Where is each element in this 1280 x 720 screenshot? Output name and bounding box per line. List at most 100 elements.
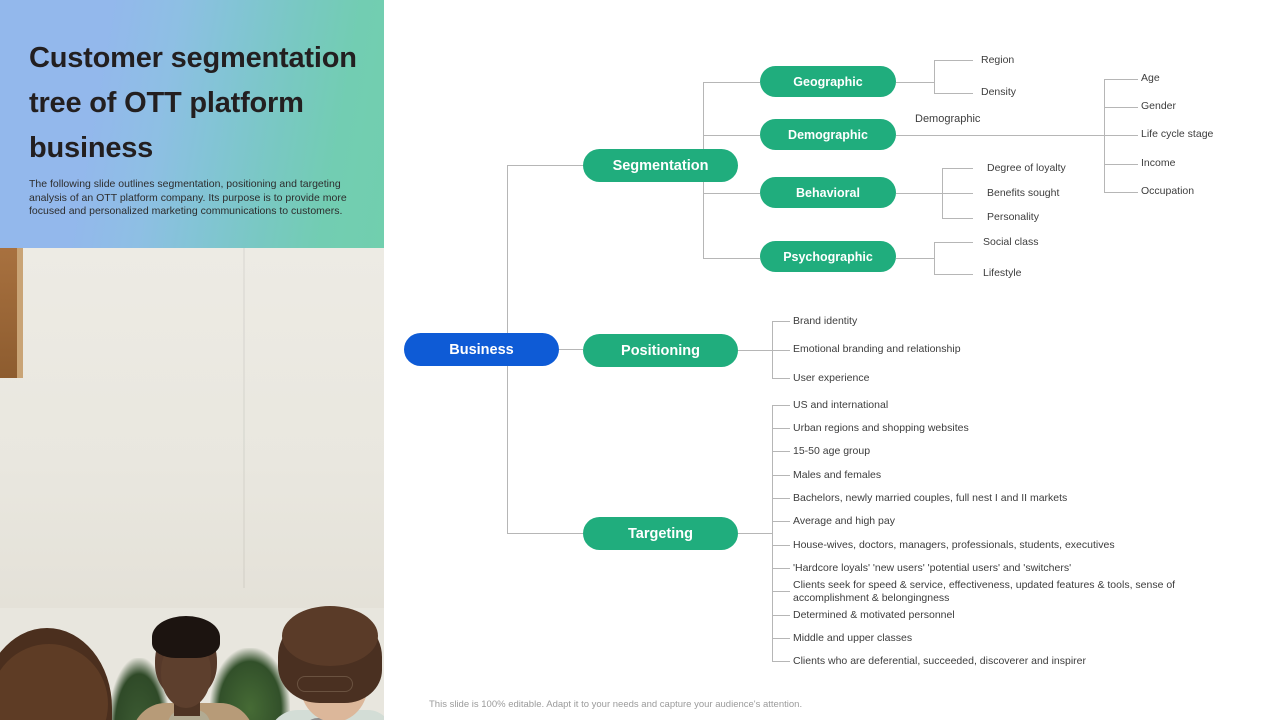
photo-person-center-hair: [152, 616, 220, 658]
leaf-user-experience: User experience: [793, 372, 870, 384]
connector-targeting-leaf-6: [772, 545, 790, 546]
connector-positioning-leaf-2: [772, 378, 790, 379]
connector-positioning-leaf-0: [772, 321, 790, 322]
connector-root-stub: [559, 349, 583, 350]
connector-segmentation-to-psychographic: [703, 258, 760, 259]
connector-positioning-leaf-1: [772, 350, 790, 351]
connector-positioning-stub: [738, 350, 772, 351]
connector-segmentation-to-behavioral: [703, 193, 760, 194]
connector-geographic-leaf-0: [934, 60, 973, 61]
leaf-density: Density: [981, 86, 1017, 98]
leaf-deferential-clients: Clients who are deferential, succeeded, …: [793, 655, 1086, 667]
connector-psychographic-leaf-1: [934, 274, 973, 275]
leaf-lifestyle: Lifestyle: [983, 267, 1022, 279]
leaf-occupations-list: House-wives, doctors, managers, professi…: [793, 539, 1115, 551]
title-panel: Customer segmentation tree of OTT platfo…: [0, 0, 384, 248]
leaf-income: Income: [1141, 157, 1176, 169]
label-demographic-mid: Demographic: [915, 113, 981, 125]
leaf-average-high-pay: Average and high pay: [793, 515, 895, 527]
node-positioning-label: Positioning: [621, 342, 700, 359]
leaf-age: Age: [1141, 72, 1160, 84]
leaf-urban-regions: Urban regions and shopping websites: [793, 422, 969, 434]
node-segmentation[interactable]: Segmentation: [583, 149, 738, 182]
node-demographic-label: Demographic: [788, 127, 868, 142]
node-business-label: Business: [449, 341, 514, 358]
connector-demographic-leaf-2: [1104, 135, 1138, 136]
connector-targeting-leaf-11: [772, 661, 790, 662]
connector-targeting-leaf-8: [772, 591, 790, 592]
connector-targeting-leaf-3: [772, 475, 790, 476]
segmentation-tree-diagram: Business Segmentation Geographic Demogra…: [384, 0, 1280, 720]
photo-wall-seam: [243, 248, 245, 588]
leaf-brand-identity: Brand identity: [793, 315, 858, 327]
node-demographic[interactable]: Demographic: [760, 119, 896, 150]
connector-geographic-spine: [934, 60, 935, 93]
connector-demographic-leaf-0: [1104, 79, 1138, 80]
photo-door: [0, 248, 22, 378]
leaf-determined-personnel: Determined & motivated personnel: [793, 609, 955, 621]
connector-psychographic-spine: [934, 242, 935, 274]
connector-segmentation-to-demographic: [703, 135, 760, 136]
editable-footnote: This slide is 100% editable. Adapt it to…: [429, 699, 803, 710]
node-psychographic[interactable]: Psychographic: [760, 241, 896, 272]
page-subtitle: The following slide outlines segmentatio…: [29, 178, 347, 218]
connector-psychographic-stub: [896, 258, 934, 259]
connector-root-to-targeting: [507, 533, 583, 534]
leaf-us-international: US and international: [793, 399, 889, 411]
photo-wall: [0, 248, 384, 608]
node-targeting[interactable]: Targeting: [583, 517, 738, 550]
connector-demographic-leaf-3: [1104, 164, 1138, 165]
node-geographic[interactable]: Geographic: [760, 66, 896, 97]
node-segmentation-label: Segmentation: [612, 157, 709, 174]
node-behavioral[interactable]: Behavioral: [760, 177, 896, 208]
connector-targeting-leaf-10: [772, 638, 790, 639]
node-behavioral-label: Behavioral: [796, 185, 860, 200]
connector-psychographic-leaf-0: [934, 242, 973, 243]
connector-targeting-leaf-1: [772, 428, 790, 429]
leaf-loyalty-groups: 'Hardcore loyals' 'new users' 'potential…: [793, 562, 1072, 574]
connector-geographic-leaf-1: [934, 93, 973, 94]
leaf-region: Region: [981, 54, 1015, 66]
leaf-degree-of-loyalty: Degree of loyalty: [987, 162, 1066, 174]
connector-targeting-spine: [772, 405, 773, 661]
leaf-males-females: Males and females: [793, 469, 882, 481]
connector-targeting-stub: [738, 533, 772, 534]
leaf-client-needs: Clients seek for speed & service, effect…: [793, 579, 1176, 604]
connector-behavioral-leaf-1: [942, 193, 973, 194]
connector-demographic-leaf-4: [1104, 192, 1138, 193]
node-targeting-label: Targeting: [628, 525, 693, 542]
leaf-life-cycle-stage: Life cycle stage: [1141, 128, 1214, 140]
photo-person-right-glasses: [297, 676, 353, 692]
leaf-emotional-branding: Emotional branding and relationship: [793, 343, 961, 355]
connector-targeting-leaf-7: [772, 568, 790, 569]
node-positioning[interactable]: Positioning: [583, 334, 738, 367]
connector-segmentation-to-geographic: [703, 82, 760, 83]
leaf-occupation: Occupation: [1141, 185, 1195, 197]
connector-positioning-spine: [772, 321, 773, 378]
leaf-benefits-sought: Benefits sought: [987, 187, 1060, 199]
connector-behavioral-leaf-2: [942, 218, 973, 219]
business-meeting-photo: [0, 248, 384, 720]
node-business[interactable]: Business: [404, 333, 559, 366]
connector-behavioral-stub: [896, 193, 942, 194]
connector-targeting-leaf-9: [772, 615, 790, 616]
leaf-middle-upper-classes: Middle and upper classes: [793, 632, 913, 644]
page-title: Customer segmentation tree of OTT platfo…: [29, 42, 357, 164]
leaf-gender: Gender: [1141, 100, 1177, 112]
connector-demographic-leaf-1: [1104, 107, 1138, 108]
photo-door-frame: [17, 248, 23, 378]
connector-targeting-leaf-5: [772, 521, 790, 522]
node-geographic-label: Geographic: [793, 74, 863, 89]
connector-targeting-leaf-4: [772, 498, 790, 499]
leaf-social-class: Social class: [983, 236, 1039, 248]
connector-geographic-stub: [896, 82, 934, 83]
leaf-bachelors: Bachelors, newly married couples, full n…: [793, 492, 1068, 504]
connector-demographic-long: [896, 135, 1104, 136]
leaf-personality: Personality: [987, 211, 1039, 223]
connector-targeting-leaf-2: [772, 451, 790, 452]
photo-person-right-hair-highlight: [282, 606, 378, 666]
node-psychographic-label: Psychographic: [783, 249, 873, 264]
connector-root-to-segmentation: [507, 165, 583, 166]
leaf-age-group: 15-50 age group: [793, 445, 871, 457]
